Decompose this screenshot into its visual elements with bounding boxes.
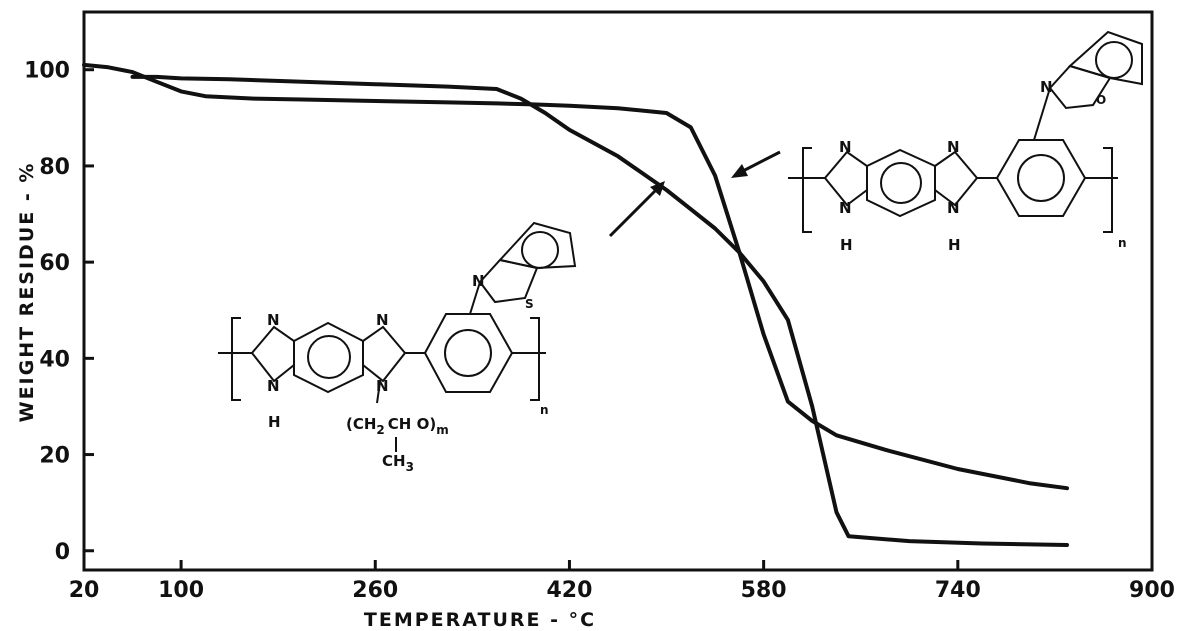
- lower-thiazole: [478, 258, 539, 304]
- upper-atom-8: O: [1096, 93, 1106, 107]
- plot-frame: [82, 10, 1154, 572]
- arrow-lower-shaft: [608, 188, 658, 238]
- upper-subscript: n: [1118, 236, 1127, 250]
- x-tick-label: 260: [352, 578, 398, 603]
- lower-ring-center: [307, 335, 351, 379]
- arrows: [608, 150, 781, 238]
- upper-benzene-center: [866, 148, 936, 218]
- upper-imidazole-left: [823, 150, 868, 207]
- series-layer: [82, 62, 1069, 547]
- lower-fused-benzene: [498, 221, 577, 270]
- x-tick-label: 580: [741, 578, 787, 603]
- lower-phenyl: [423, 313, 514, 393]
- lower-atom-2: N: [267, 377, 280, 395]
- y-tick-label: 80: [39, 155, 70, 180]
- x-axis-title: TEMPERATURE - °C: [364, 609, 596, 631]
- lower-benzene-center: [293, 321, 364, 394]
- x-tick-label: 420: [546, 578, 592, 603]
- lower-ring-benzo: [521, 231, 559, 269]
- y-tick-label: 0: [55, 540, 70, 565]
- series-line-2: [130, 74, 1069, 547]
- lower-atom-5: H: [268, 413, 281, 431]
- upper-ring-benzo: [1095, 41, 1133, 79]
- y-tick-label: 100: [24, 59, 70, 84]
- y-axis-title: WEIGHT RESIDUE - %: [16, 162, 38, 423]
- lower-left-bracket: [231, 317, 241, 401]
- y-tick-label: 60: [39, 251, 70, 276]
- upper-oxazole: [1048, 64, 1112, 110]
- upper-fused-benzene: [1068, 30, 1143, 86]
- upper-atom-2: N: [839, 199, 852, 217]
- upper-ring-phenyl: [1017, 154, 1065, 202]
- upper-atom-3: N: [947, 138, 960, 156]
- lower-right-bracket: [530, 317, 540, 401]
- upper-atom-4: N: [947, 199, 960, 217]
- upper-imidazole-right: [934, 150, 979, 207]
- lower-atom-4: N: [376, 377, 389, 395]
- arrow-lower-head: [650, 181, 665, 196]
- lower-imidazole-right: [362, 325, 407, 383]
- y-tick-label: 20: [39, 444, 70, 469]
- upper-structure: [788, 30, 1143, 233]
- upper-left-bracket: [802, 147, 812, 233]
- lower-atom-6: N: [472, 272, 485, 290]
- upper-right-bracket: [1103, 147, 1113, 233]
- series-line-1: [82, 62, 1069, 491]
- lower-ring-phenyl: [444, 329, 492, 377]
- arrow-upper-shaft: [740, 150, 781, 174]
- upper-atom-7: N: [1040, 78, 1053, 96]
- upper-atom-1: N: [839, 138, 852, 156]
- lower-subscript: n: [540, 403, 549, 417]
- lower-structure: [218, 221, 577, 452]
- x-tick-label: 100: [158, 578, 204, 603]
- lower-atom-7: S: [525, 297, 534, 311]
- x-tick-label: 20: [69, 578, 100, 603]
- lower-atom-1: N: [267, 311, 280, 329]
- lower-atom-3: N: [376, 311, 389, 329]
- arrow-upper-head: [731, 164, 748, 178]
- upper-phenyl: [995, 139, 1087, 217]
- x-tick-label: 740: [935, 578, 981, 603]
- upper-atom-5: H: [840, 236, 853, 254]
- x-axis: 20 100 260 420 580 740 900: [69, 560, 1175, 603]
- x-tick-label: 900: [1129, 578, 1175, 603]
- upper-atom-6: H: [948, 236, 961, 254]
- y-axis: 0 20 40 60 80 100: [24, 59, 94, 565]
- lower-imidazole-left: [250, 325, 295, 383]
- upper-ring-center: [880, 162, 922, 204]
- y-tick-label: 40: [39, 347, 70, 372]
- lower-methyl: CH3: [382, 452, 414, 474]
